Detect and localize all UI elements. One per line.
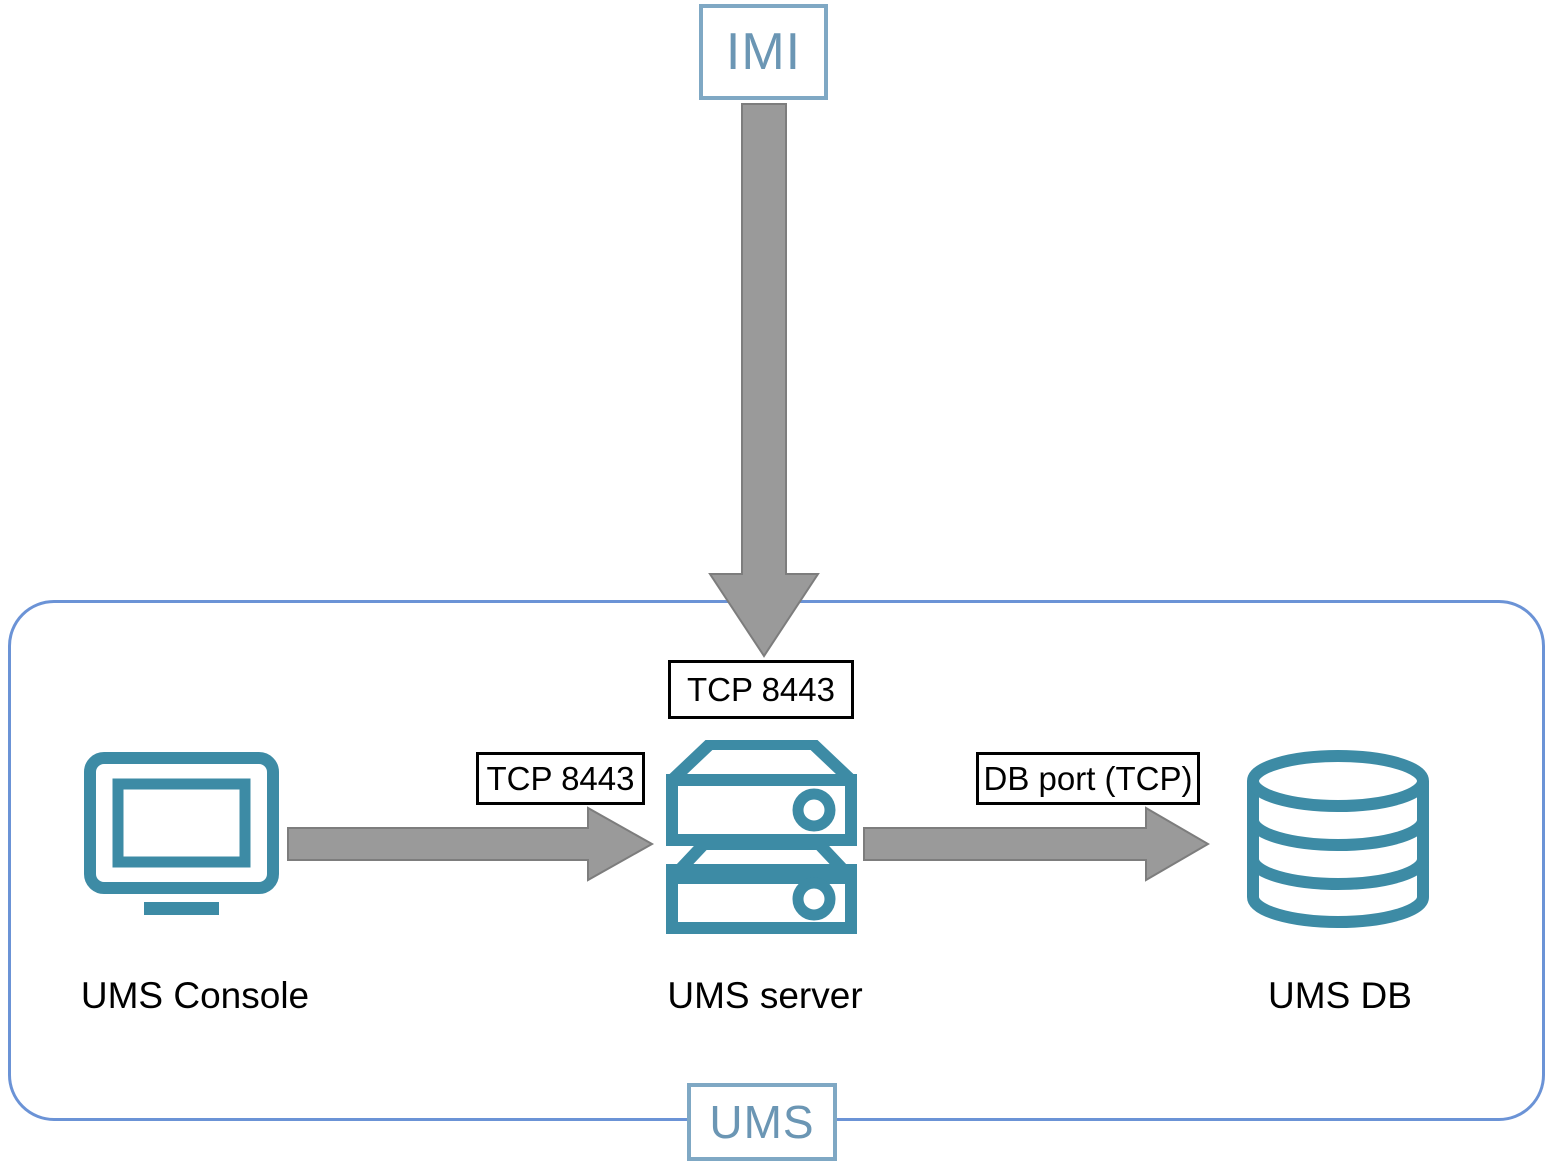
port-label-server-to-db: DB port (TCP)	[976, 752, 1200, 805]
port-label-text: TCP 8443	[486, 759, 635, 797]
ums-db-node	[1244, 750, 1432, 928]
arrow-imi-to-server	[708, 103, 820, 658]
node-label-ums-console: UMS Console	[80, 975, 310, 1016]
ums-tag-box: UMS	[687, 1083, 837, 1161]
port-label-console-to-server: TCP 8443	[476, 752, 645, 805]
ums-tag-label: UMS	[709, 1096, 815, 1148]
port-label-text: DB port (TCP)	[983, 759, 1193, 797]
imi-tag-box: IMI	[699, 4, 828, 100]
ums-console-node	[84, 752, 279, 920]
node-label-ums-db: UMS DB	[1268, 975, 1412, 1016]
ums-server-node	[664, 738, 859, 934]
imi-tag-label: IMI	[725, 23, 802, 81]
node-label-ums-server: UMS server	[667, 975, 863, 1016]
server-icon	[666, 738, 857, 934]
port-label-text: TCP 8443	[687, 670, 835, 708]
port-label-imi-to-server: TCP 8443	[668, 660, 854, 719]
monitor-icon	[84, 752, 279, 915]
arrow-console-to-server	[287, 806, 655, 882]
database-icon	[1247, 750, 1429, 928]
arrow-server-to-db	[863, 806, 1210, 882]
